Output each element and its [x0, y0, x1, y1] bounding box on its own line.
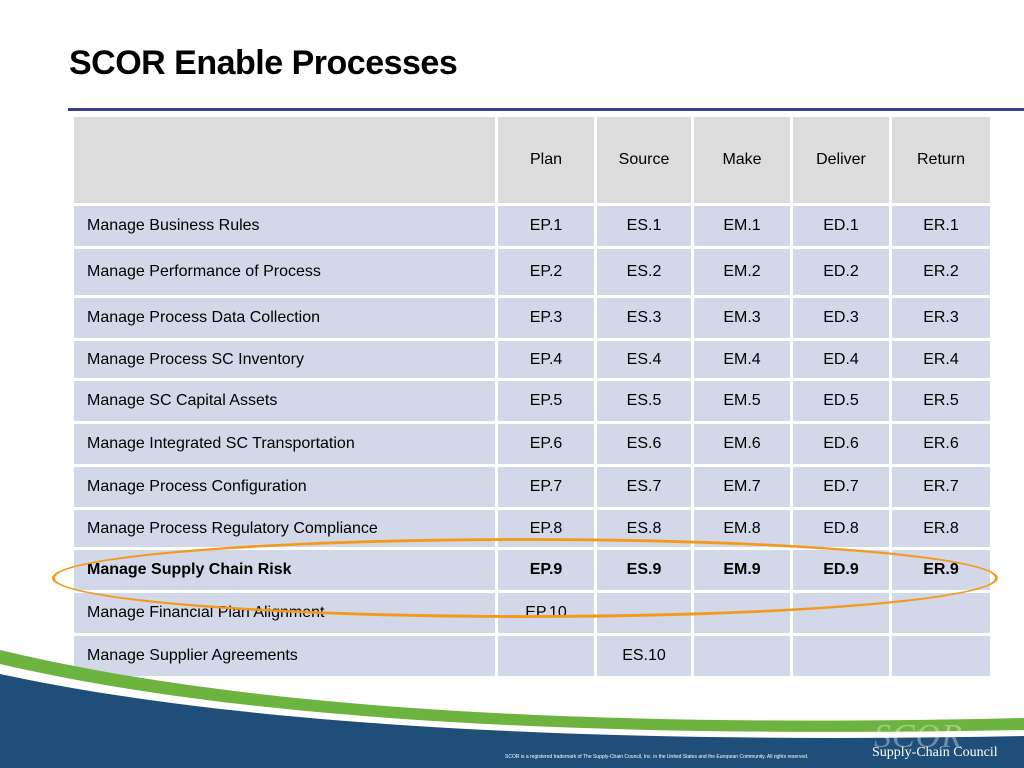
process-code-cell: EP.1 — [498, 206, 594, 246]
process-code-cell: ER.4 — [892, 341, 990, 378]
row-label: Manage Integrated SC Transportation — [74, 424, 495, 464]
process-code-cell: ED.2 — [793, 249, 889, 295]
process-code-cell: ES.5 — [597, 381, 691, 421]
process-code-cell: ED.8 — [793, 510, 889, 547]
process-code-cell: ED.7 — [793, 467, 889, 507]
process-code-cell — [694, 593, 790, 633]
process-code-cell: EP.7 — [498, 467, 594, 507]
process-code-cell: ES.8 — [597, 510, 691, 547]
process-code-cell: ED.1 — [793, 206, 889, 246]
process-code-cell: ER.5 — [892, 381, 990, 421]
process-code-cell: EP.10 — [498, 593, 594, 633]
header-corner-cell — [74, 117, 495, 203]
column-header-deliver: Deliver — [793, 117, 889, 203]
column-header-make: Make — [694, 117, 790, 203]
footer-swoosh — [0, 650, 1024, 768]
process-code-cell — [892, 636, 990, 676]
process-code-cell: ER.9 — [892, 550, 990, 590]
process-code-cell: ER.8 — [892, 510, 990, 547]
process-code-cell: EM.7 — [694, 467, 790, 507]
title-divider — [68, 108, 1024, 111]
process-code-cell — [892, 593, 990, 633]
row-label: Manage SC Capital Assets — [74, 381, 495, 421]
column-header-source: Source — [597, 117, 691, 203]
process-code-cell: EP.2 — [498, 249, 594, 295]
process-code-cell — [597, 593, 691, 633]
process-code-cell: ED.5 — [793, 381, 889, 421]
process-code-cell: EP.3 — [498, 298, 594, 338]
process-code-cell: ES.6 — [597, 424, 691, 464]
process-code-cell: ED.4 — [793, 341, 889, 378]
process-code-cell: ER.2 — [892, 249, 990, 295]
process-code-cell: EM.6 — [694, 424, 790, 464]
process-code-cell: EP.8 — [498, 510, 594, 547]
process-code-cell: EM.8 — [694, 510, 790, 547]
process-code-cell: ES.10 — [597, 636, 691, 676]
process-code-cell: ER.1 — [892, 206, 990, 246]
process-code-cell: ES.1 — [597, 206, 691, 246]
row-label: Manage Performance of Process — [74, 249, 495, 295]
process-code-cell: EM.1 — [694, 206, 790, 246]
process-code-cell: ED.9 — [793, 550, 889, 590]
row-label: Manage Process Regulatory Compliance — [74, 510, 495, 547]
process-code-cell — [498, 636, 594, 676]
process-code-cell: EM.2 — [694, 249, 790, 295]
process-code-cell: EM.3 — [694, 298, 790, 338]
process-code-cell: ES.7 — [597, 467, 691, 507]
column-header-return: Return — [892, 117, 990, 203]
column-header-plan: Plan — [498, 117, 594, 203]
process-code-cell: ED.3 — [793, 298, 889, 338]
process-code-cell: ER.3 — [892, 298, 990, 338]
process-code-cell: EP.4 — [498, 341, 594, 378]
process-code-cell — [793, 636, 889, 676]
scor-logo: SCOR — [874, 718, 963, 755]
process-code-cell — [694, 636, 790, 676]
process-code-cell: ER.6 — [892, 424, 990, 464]
slide-title: SCOR Enable Processes — [69, 44, 458, 82]
process-code-cell: EM.5 — [694, 381, 790, 421]
row-label: Manage Process Configuration — [74, 467, 495, 507]
process-code-cell: EP.9 — [498, 550, 594, 590]
row-label: Manage Supplier Agreements — [74, 636, 495, 676]
row-label: Manage Supply Chain Risk — [74, 550, 495, 590]
process-code-cell: ED.6 — [793, 424, 889, 464]
process-code-cell — [793, 593, 889, 633]
process-code-cell: ES.9 — [597, 550, 691, 590]
process-code-cell: EP.5 — [498, 381, 594, 421]
process-code-cell: ES.3 — [597, 298, 691, 338]
process-code-cell: EM.9 — [694, 550, 790, 590]
process-code-cell: ER.7 — [892, 467, 990, 507]
row-label: Manage Financial Plan Alignment — [74, 593, 495, 633]
process-code-cell: EP.6 — [498, 424, 594, 464]
row-label: Manage Process Data Collection — [74, 298, 495, 338]
trademark-notice: SCOR is a registered trademark of The Su… — [505, 754, 809, 760]
row-label: Manage Process SC Inventory — [74, 341, 495, 378]
supply-chain-council-logo: Supply-Chain Council — [872, 745, 998, 760]
row-label: Manage Business Rules — [74, 206, 495, 246]
process-code-cell: ES.4 — [597, 341, 691, 378]
process-code-cell: EM.4 — [694, 341, 790, 378]
process-code-cell: ES.2 — [597, 249, 691, 295]
